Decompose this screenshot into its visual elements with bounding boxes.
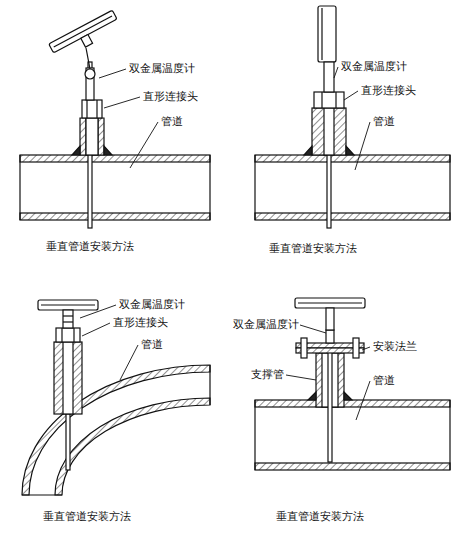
bimetal-thermometer-part: [63, 315, 73, 316]
part-label: 双金属温度计: [118, 298, 186, 311]
bimetal-thermometer-part: [326, 308, 334, 330]
straight-connector-part: [54, 342, 82, 414]
elbow-pipe-part: [209, 365, 210, 405]
part-label: 管道: [372, 374, 396, 387]
leader-line-part: [344, 91, 358, 100]
bimetal-thermometer-part: [298, 302, 362, 303]
view-caption: 垂直管道安装方法: [268, 242, 358, 255]
part-label: 双金属温度计: [128, 62, 196, 75]
pipe-section-part: [254, 400, 255, 470]
straight-connector: [72, 100, 112, 155]
bimetal-thermometer-part: [41, 304, 95, 305]
pipe-section-part: [255, 213, 450, 220]
mounting-flange: [296, 330, 364, 358]
bimetal-thermometer-part: [324, 62, 334, 92]
pipe-section-part: [449, 155, 450, 220]
straight-connector-part: [96, 100, 97, 118]
straight-connector-part: [82, 100, 102, 118]
leader-line-part: [82, 323, 110, 336]
mounting-flange-part: [353, 338, 359, 358]
leader-line-part: [286, 375, 316, 380]
straight-connector: [304, 92, 354, 155]
bimetal-thermometer-part: [38, 300, 98, 310]
straight-connector-part: [80, 118, 104, 155]
elbow-pipe: [22, 365, 210, 495]
pipe-section: [255, 155, 450, 220]
pipe-section-part: [254, 155, 255, 220]
straight-connector-part: [324, 108, 334, 155]
bimetal-thermometer-part: [86, 48, 90, 69]
bimetal-thermometer-part: [86, 68, 94, 100]
bimetal-thermometer-part: [318, 6, 336, 62]
part-label: 管道: [160, 115, 184, 128]
part-label: 直形连接头: [142, 90, 199, 103]
pipe-section-part: [255, 400, 450, 407]
straight-connector-part: [56, 328, 80, 342]
part-label: 双金属温度计: [232, 318, 300, 331]
pipe-section-part: [255, 155, 450, 162]
part-label: 双金属温度计: [340, 60, 408, 73]
straight-connector-part: [312, 108, 346, 155]
straight-connector-part: [73, 328, 74, 342]
part-label: 管道: [372, 115, 396, 128]
pipe-section-part: [255, 463, 450, 470]
leader-line-part: [120, 345, 138, 380]
straight-connector-part: [314, 92, 344, 108]
straight-connector: [54, 328, 82, 414]
leader-line-part: [104, 97, 140, 108]
leader-line-part: [355, 122, 370, 170]
bimetal-thermometer: [295, 298, 365, 330]
pipe-section-part: [20, 155, 210, 162]
bimetal-thermometer-part-part: [81, 35, 93, 48]
bimetal-thermometer-part: [49, 10, 122, 61]
bimetal-thermometer-part-part: [49, 10, 117, 53]
view-caption: 垂直管道安装方法: [42, 510, 132, 523]
straight-connector-part: [335, 92, 336, 108]
straight-connector-part: [63, 342, 73, 414]
bimetal-thermometer: [38, 300, 98, 328]
leader-line-part: [334, 67, 338, 78]
pipe-section-part: [20, 213, 210, 220]
straight-connector-part: [321, 92, 322, 108]
straight-connector-part: [86, 100, 87, 118]
leader-line-part: [130, 122, 158, 168]
leader-line-part: [356, 381, 370, 420]
pipe-section: [255, 400, 450, 470]
part-label: 直形连接头: [360, 84, 417, 97]
pipe-section-part: [19, 155, 20, 220]
pipe-section: [20, 155, 210, 220]
part-label: 安装法兰: [372, 340, 418, 353]
elbow-pipe-part: [22, 494, 62, 495]
pipe-section-part: [209, 155, 210, 220]
elbow-pipe-part: [22, 365, 210, 495]
bimetal-thermometer-part: [63, 321, 73, 322]
straight-connector-part: [72, 146, 112, 155]
part-label: 直形连接头: [112, 316, 169, 329]
leader-line-part: [300, 325, 326, 333]
straight-connector-part: [304, 146, 354, 155]
bimetal-thermometer-part: [295, 298, 365, 308]
straight-connector-part: [61, 328, 62, 342]
mounting-flange-part: [326, 330, 334, 343]
straight-connector-part: [86, 118, 98, 155]
bimetal-thermometer-part: [63, 310, 73, 328]
mounting-flange-part: [301, 338, 307, 358]
pipe-section-part: [449, 400, 450, 470]
bimetal-thermometer: [49, 10, 122, 100]
view-caption: 垂直管道安装方法: [45, 240, 135, 253]
bimetal-thermometer: [318, 6, 336, 92]
bimetal-thermometer-part: [321, 8, 322, 60]
part-label: 管道: [140, 338, 164, 351]
bimetal-thermometer-part-part: [54, 16, 112, 47]
installation-drawing-part: [20, 6, 450, 495]
bimetal-thermometer-part: [85, 69, 95, 79]
leader-line-part: [80, 305, 116, 318]
leader-line-part: [362, 347, 370, 350]
view-caption: 垂直管道安装方法: [275, 510, 365, 523]
leader-line-part: [99, 69, 126, 78]
part-label: 支撑管: [250, 368, 285, 381]
